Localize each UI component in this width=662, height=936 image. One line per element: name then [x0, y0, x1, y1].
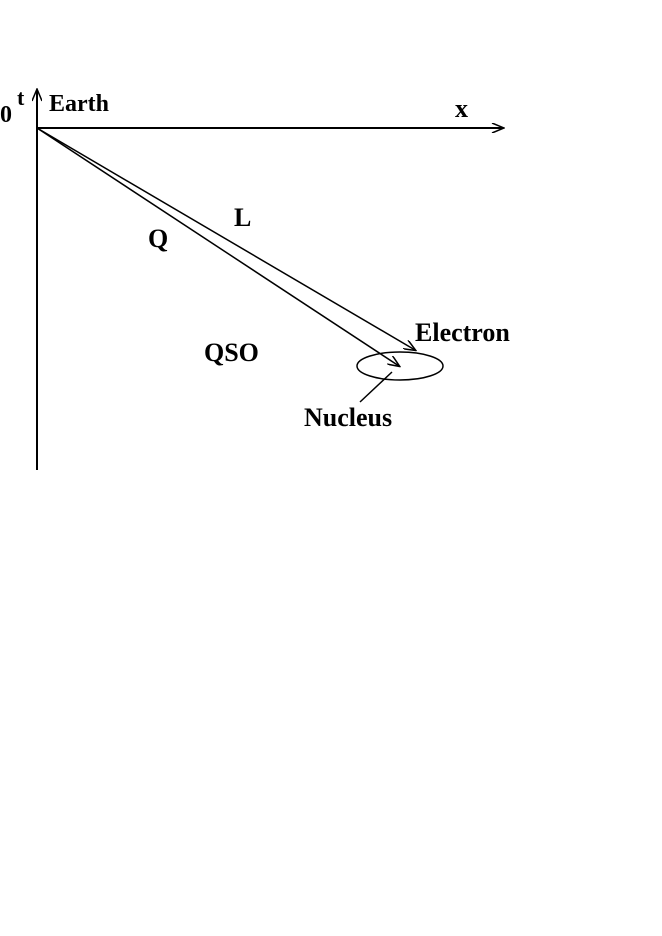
electron-label: Electron [415, 318, 510, 347]
nucleus-label: Nucleus [304, 403, 392, 432]
earth-label: Earth [49, 91, 109, 117]
origin-label: 0 [0, 102, 12, 128]
nucleus-pointer [359, 371, 393, 403]
Q-label: Q [148, 224, 168, 253]
atom-orbit [356, 351, 444, 381]
x-axis-label: x [455, 94, 468, 123]
L-label: L [234, 203, 251, 232]
vector-L [36, 127, 415, 350]
t-axis-label: t [17, 85, 25, 110]
vector-Q [36, 127, 399, 366]
qso-label: QSO [204, 338, 259, 367]
